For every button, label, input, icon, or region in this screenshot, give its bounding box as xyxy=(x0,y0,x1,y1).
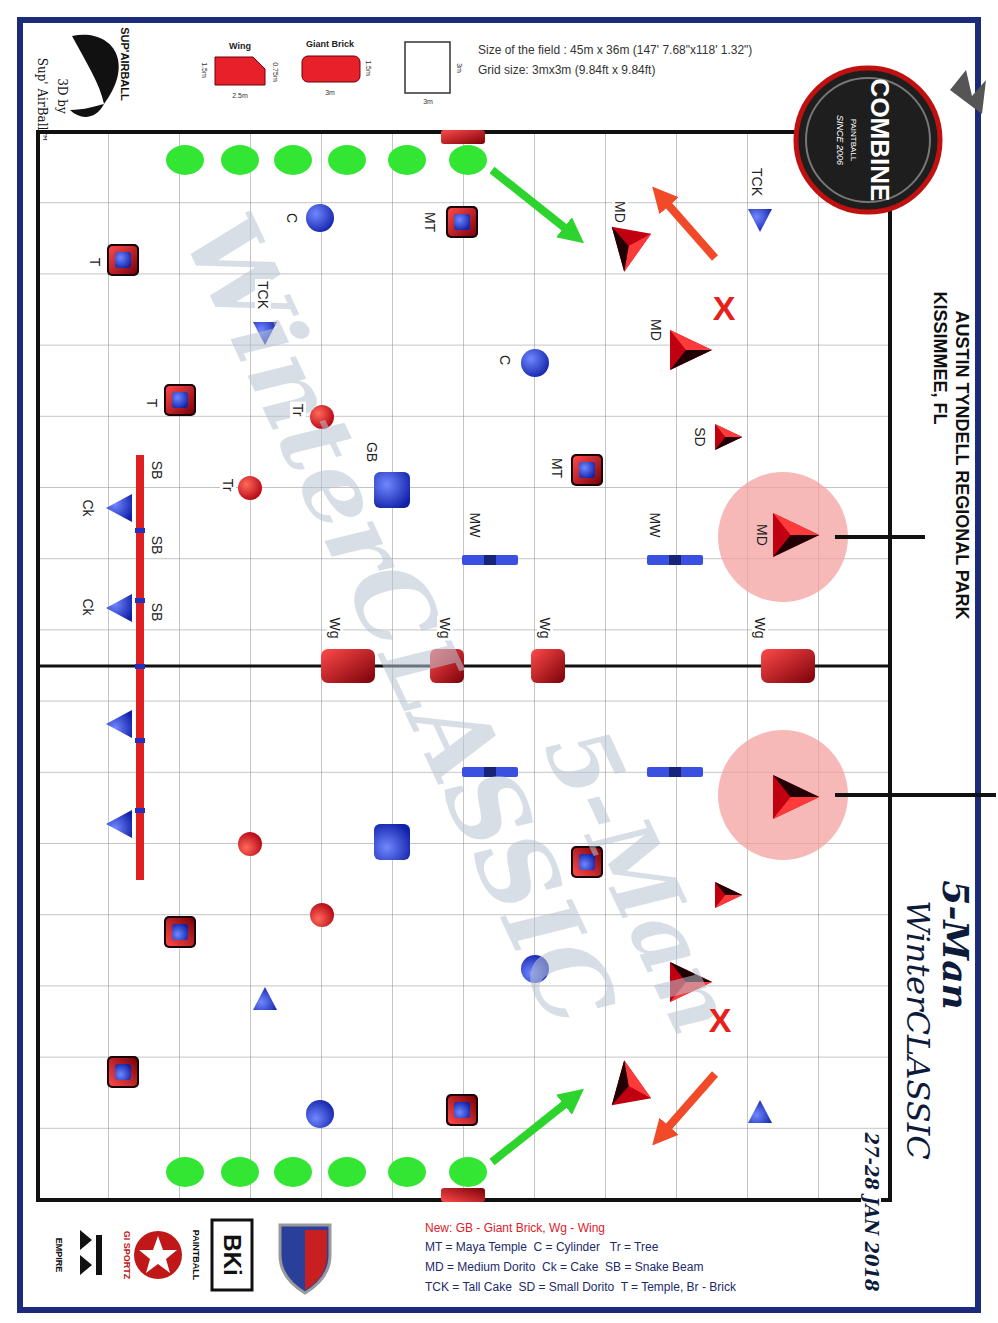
dimension: 1.5m xyxy=(365,60,372,76)
event-date: 27-28 JAN 2018 xyxy=(861,1130,881,1293)
legend-note: MT = Maya Temple C = Cylinder Tr = Tree xyxy=(425,1241,658,1253)
bunker-label: SD xyxy=(692,425,708,448)
bunker-label: MW xyxy=(467,511,483,540)
event-title: 5-Man xyxy=(938,880,974,1009)
logo-text: Sup' AirBall™ xyxy=(36,58,48,143)
bunker-label: Tr xyxy=(220,477,236,494)
field-use xyxy=(106,130,925,622)
sponsor-name: GI SPORTZ xyxy=(122,1231,131,1280)
field-rect xyxy=(135,664,145,669)
event-title: WinterCLASSIC xyxy=(902,900,934,1160)
legend-shape xyxy=(215,57,265,85)
logo-text: COMBINE xyxy=(867,79,893,202)
x-mark: X xyxy=(709,1003,732,1037)
logo-text: 3D by xyxy=(56,78,68,114)
sponsor-name: BKi xyxy=(220,1234,244,1275)
legend-swatch xyxy=(300,54,362,84)
bunker-label: TCK xyxy=(255,279,271,311)
legend-text: Giant Brick xyxy=(306,40,354,49)
field-rect xyxy=(405,42,450,93)
field-rect xyxy=(135,738,145,743)
field-rect xyxy=(38,132,890,1200)
field-path xyxy=(280,1225,330,1293)
field-line xyxy=(925,793,996,797)
dimension: 3m xyxy=(423,98,433,105)
field-path xyxy=(80,1230,102,1275)
dimension: 3m xyxy=(456,63,463,73)
bunker-label: Wg xyxy=(537,616,553,641)
bunker-label: MD xyxy=(612,199,628,225)
watermark: WinterCLASSIC xyxy=(169,200,631,1040)
grid-size-note: Grid size: 3mx3m (9.84ft x 9.84ft) xyxy=(478,64,655,76)
field-size-note: Size of the field : 45m x 36m (147' 7.68… xyxy=(478,44,752,56)
legend-note: MD = Medium Dorito Ck = Cake SB = Snake … xyxy=(425,1261,703,1273)
bunker-label: TCK xyxy=(749,166,765,198)
field-polygon xyxy=(139,1236,177,1273)
field-circle xyxy=(134,1231,182,1279)
field-rect xyxy=(135,598,145,603)
field-path xyxy=(950,70,986,114)
bunker-label: Wg xyxy=(752,616,768,641)
legend-text: Wing xyxy=(229,42,251,51)
bunker-label: MD xyxy=(755,524,769,546)
bunker-label: C xyxy=(284,211,300,225)
bunker-label: T xyxy=(144,397,160,410)
bunker-label: GB xyxy=(364,440,380,464)
sponsor-name: EMPIRE xyxy=(54,1238,63,1273)
dimension: 1.5m xyxy=(201,62,208,78)
field-path xyxy=(305,1230,327,1290)
bunker-label: Tr xyxy=(290,402,306,419)
bunker-label: Wg xyxy=(327,616,343,641)
dimension: 0.75m xyxy=(272,62,279,81)
bunker-label: SB xyxy=(149,459,165,482)
sponsor-name: PAINTBALL xyxy=(191,1230,200,1280)
field-rect xyxy=(135,808,145,813)
field-path xyxy=(70,35,119,117)
bunker-label: SB xyxy=(149,534,165,557)
field-circle xyxy=(796,68,940,212)
bunker-label: T xyxy=(87,256,103,269)
field-circle xyxy=(806,78,930,202)
bunker-label: SB xyxy=(149,601,165,624)
venue-name: AUSTIN TYNDELL REGIONAL PARK xyxy=(953,310,971,619)
legend-note: New: GB - Giant Brick, Wg - Wing xyxy=(425,1222,605,1234)
legend-note: TCK = Tall Cake SD = Small Dorito T = Te… xyxy=(425,1281,736,1293)
field-rect xyxy=(38,132,890,1200)
logo-text: PAINTBALL xyxy=(849,119,857,162)
bunker-label: C xyxy=(497,353,513,367)
bunker-label: Ck xyxy=(80,497,96,518)
bunker-label: MT xyxy=(549,456,565,480)
field-use xyxy=(531,649,565,683)
field-rect xyxy=(135,528,145,533)
x-mark: X xyxy=(713,291,736,325)
legend-swatch xyxy=(213,55,267,87)
logo-text: SUP'AIRBALL xyxy=(119,27,130,101)
field-rect xyxy=(20,20,978,1310)
logo-text: SINCE 2006 xyxy=(835,115,844,165)
bunker-label: MD xyxy=(648,317,664,343)
legend-shape xyxy=(302,56,360,82)
bunker-label: MW xyxy=(647,511,663,540)
dimension: 2.5m xyxy=(232,92,248,99)
bunker-label: MT xyxy=(422,210,438,234)
field-rect xyxy=(136,455,144,880)
bunker-label: Wg xyxy=(437,616,453,641)
bunker-label: Ck xyxy=(80,596,96,617)
field-rect xyxy=(212,1220,252,1290)
venue-name: KISSIMMEE, FL xyxy=(931,291,949,424)
dimension: 3m xyxy=(325,89,335,96)
field-use xyxy=(761,649,815,683)
